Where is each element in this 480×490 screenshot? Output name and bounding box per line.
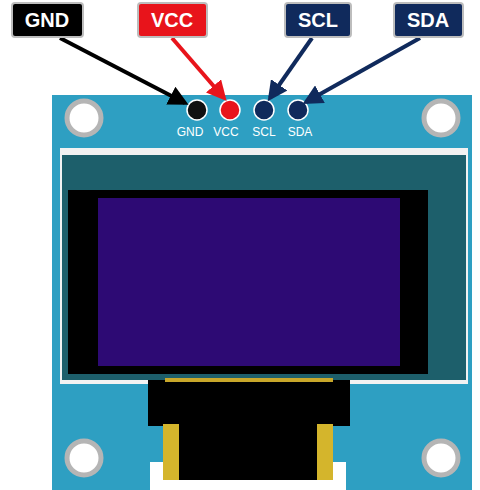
pin-label: GND <box>177 125 204 139</box>
display-frame <box>60 148 468 384</box>
display-active-area <box>98 198 400 366</box>
pin-label: VCC <box>213 125 238 139</box>
ribbon-contact <box>317 424 333 480</box>
pin-callout-box: SDA <box>393 2 464 38</box>
pcb-board <box>52 95 472 490</box>
pin-label: SDA <box>288 125 313 139</box>
pin-callout-box: SCL <box>284 2 352 38</box>
pin-callout-box: GND <box>11 2 84 38</box>
ribbon-strip <box>165 378 333 382</box>
display-bezel <box>62 155 466 380</box>
ribbon-contact <box>163 424 179 480</box>
pin-name: VCC <box>151 9 193 32</box>
leader-arrows <box>60 38 420 103</box>
pin-label: SCL <box>252 125 275 139</box>
display-glass <box>68 190 428 374</box>
ribbon-cable <box>148 380 350 426</box>
pin-callout-box: VCC <box>137 2 208 38</box>
ribbon-tail <box>163 424 333 480</box>
header-pins <box>187 100 308 120</box>
pin-name: GND <box>25 9 69 32</box>
pin-name: SCL <box>298 9 338 32</box>
pin-name: SDA <box>407 9 449 32</box>
